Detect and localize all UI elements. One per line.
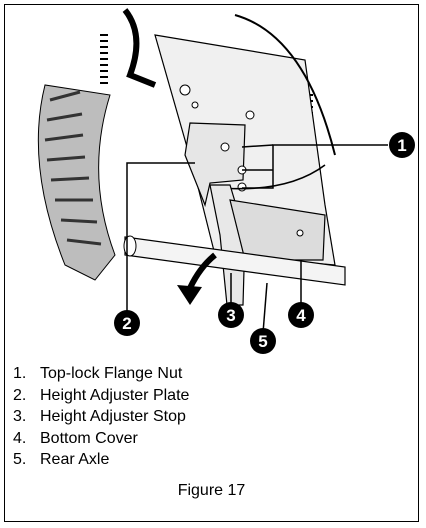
machine-illustration: 1 2 3 4 5 [37, 8, 415, 354]
callout-2: 2 [114, 310, 140, 336]
callout-5: 5 [250, 328, 276, 354]
callout-3: 3 [218, 302, 244, 328]
callout-1: 1 [389, 132, 415, 158]
legend-label: Rear Axle [40, 451, 110, 468]
bottom-cover-shape [229, 199, 326, 261]
legend-item: 1.Top-lock Flange Nut [13, 363, 189, 385]
legend-item: 2.Height Adjuster Plate [13, 385, 189, 407]
legend-label: Top-lock Flange Nut [40, 365, 183, 382]
height-adjuster-plate-shape [184, 122, 246, 208]
spring-left [100, 34, 108, 84]
svg-text:4: 4 [296, 306, 306, 325]
legend-label: Height Adjuster Plate [40, 386, 190, 404]
cable [234, 14, 336, 156]
track-tread [37, 84, 116, 281]
legend-label: Bottom Cover [40, 429, 138, 447]
legend-item: 5.Rear Axle [13, 449, 189, 471]
svg-text:3: 3 [226, 306, 235, 325]
rotation-arrow [187, 252, 217, 290]
parts-legend: 1.Top-lock Flange Nut 2.Height Adjuster … [13, 363, 189, 471]
figure-caption: Figure 17 [177, 482, 246, 499]
handle-rod [122, 8, 157, 88]
legend-item: 4.Bottom Cover [13, 428, 189, 450]
legend-label: Height Adjuster Stop [40, 408, 186, 425]
svg-text:1: 1 [397, 136, 406, 155]
callout-4: 4 [288, 302, 314, 328]
figure-frame: 1 2 3 4 5 1.Top-lock Flange Nut 2.Height… [4, 4, 419, 522]
rear-axle-shape [123, 235, 346, 286]
svg-text:5: 5 [258, 332, 267, 351]
legend-item: 3.Height Adjuster Stop [13, 406, 189, 428]
svg-text:2: 2 [122, 314, 131, 333]
